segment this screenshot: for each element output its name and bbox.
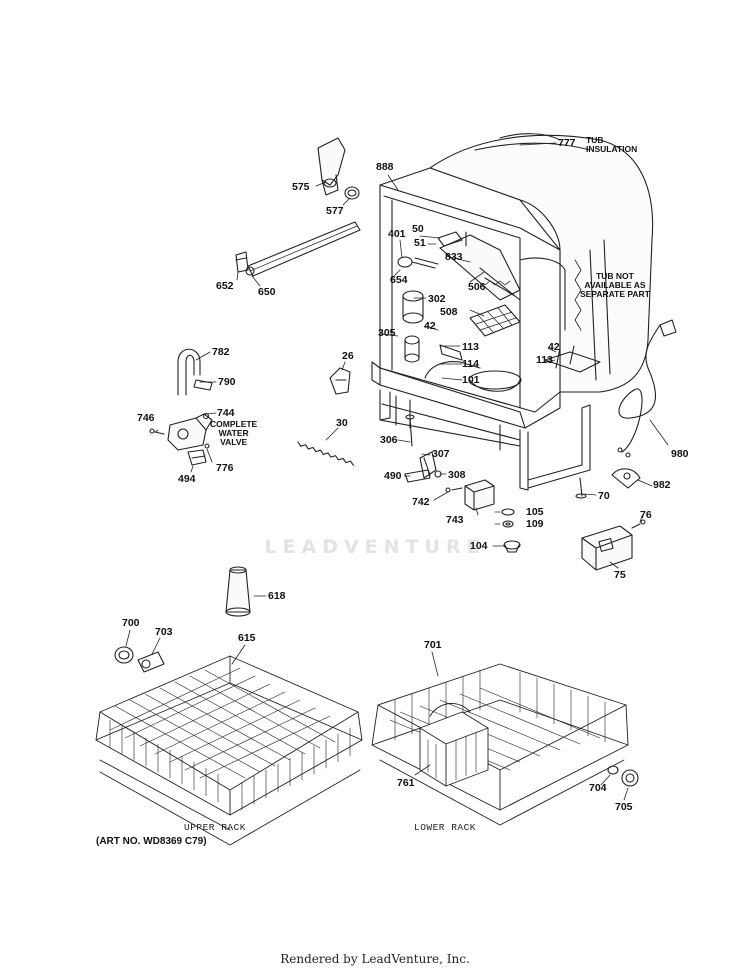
callout-114: 114	[462, 358, 479, 370]
callout-618: 618	[268, 590, 286, 602]
upper-rack-drawing	[95, 655, 363, 846]
part-618	[225, 566, 251, 617]
part-746	[149, 428, 165, 435]
callout-742: 742	[412, 496, 430, 508]
callout-490: 490	[384, 470, 402, 482]
callout-113: 113	[462, 341, 479, 353]
part-982	[611, 468, 641, 489]
art-number: (ART NO. WD8369 C79)	[96, 836, 207, 847]
callout-654: 654	[390, 274, 408, 286]
callout-980: 980	[671, 448, 689, 460]
part-577	[344, 186, 360, 200]
callout-506: 506	[468, 281, 486, 293]
part-75	[581, 525, 633, 571]
part-703	[137, 651, 165, 673]
callout-761: 761	[397, 777, 415, 789]
part-744-water-valve	[167, 412, 213, 451]
callout-701: 701	[424, 639, 442, 651]
caption-upper-rack: UPPER RACK	[184, 822, 247, 833]
callout-652: 652	[216, 280, 234, 292]
part-652	[235, 251, 249, 273]
callout-705: 705	[615, 801, 633, 813]
callout-982: 982	[653, 479, 671, 491]
part-776	[204, 443, 210, 449]
callout-744: 744	[217, 407, 235, 419]
part-26	[329, 367, 351, 395]
part-30	[297, 441, 354, 466]
callout-302: 302	[428, 293, 446, 305]
callout-508: 508	[440, 306, 458, 318]
callout-782: 782	[212, 346, 230, 358]
callout-30: 30	[336, 417, 348, 429]
callout-776: 776	[216, 462, 234, 474]
part-650	[245, 221, 361, 277]
callout-833: 833	[445, 251, 463, 263]
callout-42: 42	[424, 320, 436, 332]
callout-76: 76	[640, 509, 652, 521]
callout-746: 746	[137, 412, 155, 424]
part-306	[405, 414, 415, 447]
callout-888: 888	[376, 161, 394, 173]
callout-101: 101	[462, 374, 480, 386]
callout-305: 305	[378, 327, 396, 339]
lower-rack-drawing	[371, 663, 629, 826]
part-109	[502, 520, 514, 528]
callout-703: 703	[155, 626, 173, 638]
callout-75: 75	[614, 569, 626, 581]
callout-26: 26	[342, 350, 354, 362]
callout-42-right: 42	[548, 341, 560, 353]
part-700	[114, 646, 134, 664]
leader-lines	[125, 142, 669, 801]
watermark-text: LEADVENTURE	[264, 536, 486, 558]
part-76	[631, 519, 646, 529]
callout-577: 577	[326, 205, 344, 217]
tub-base-legs	[379, 389, 591, 491]
tub-insulation-shape	[429, 133, 654, 393]
part-490	[404, 469, 431, 483]
callout-615: 615	[238, 632, 256, 644]
part-704	[607, 765, 619, 775]
callout-51: 51	[414, 237, 426, 249]
callout-307: 307	[432, 448, 450, 460]
part-105	[501, 508, 515, 516]
tub-interior-parts	[397, 231, 601, 392]
callout-700: 700	[122, 617, 140, 629]
caption-lower-rack: LOWER RACK	[414, 822, 477, 833]
callout-105: 105	[526, 506, 544, 518]
callout-494: 494	[178, 473, 196, 485]
part-70	[575, 477, 587, 499]
part-494	[187, 449, 207, 466]
callout-777: 777	[558, 137, 576, 149]
footer-credit: Rendered by LeadVenture, Inc.	[280, 952, 470, 966]
part-782	[177, 348, 201, 396]
part-575	[317, 137, 346, 196]
callout-575: 575	[292, 181, 310, 193]
part-705	[621, 769, 639, 787]
part-742	[445, 487, 463, 493]
callout-50: 50	[412, 223, 424, 235]
callout-743: 743	[446, 514, 464, 526]
callout-704: 704	[589, 782, 607, 794]
callout-650: 650	[258, 286, 276, 298]
part-104	[503, 540, 521, 553]
callout-308: 308	[448, 469, 466, 481]
callout-70: 70	[598, 490, 610, 502]
callout-109: 109	[526, 518, 544, 530]
callout-113-right: 113	[536, 354, 553, 366]
part-743	[464, 479, 495, 511]
callout-790: 790	[218, 376, 236, 388]
tub-frame	[371, 167, 566, 429]
callout-104: 104	[470, 540, 488, 552]
callout-306: 306	[380, 434, 398, 446]
part-790	[193, 379, 213, 391]
part-980	[617, 319, 677, 458]
callout-401: 401	[388, 228, 406, 240]
